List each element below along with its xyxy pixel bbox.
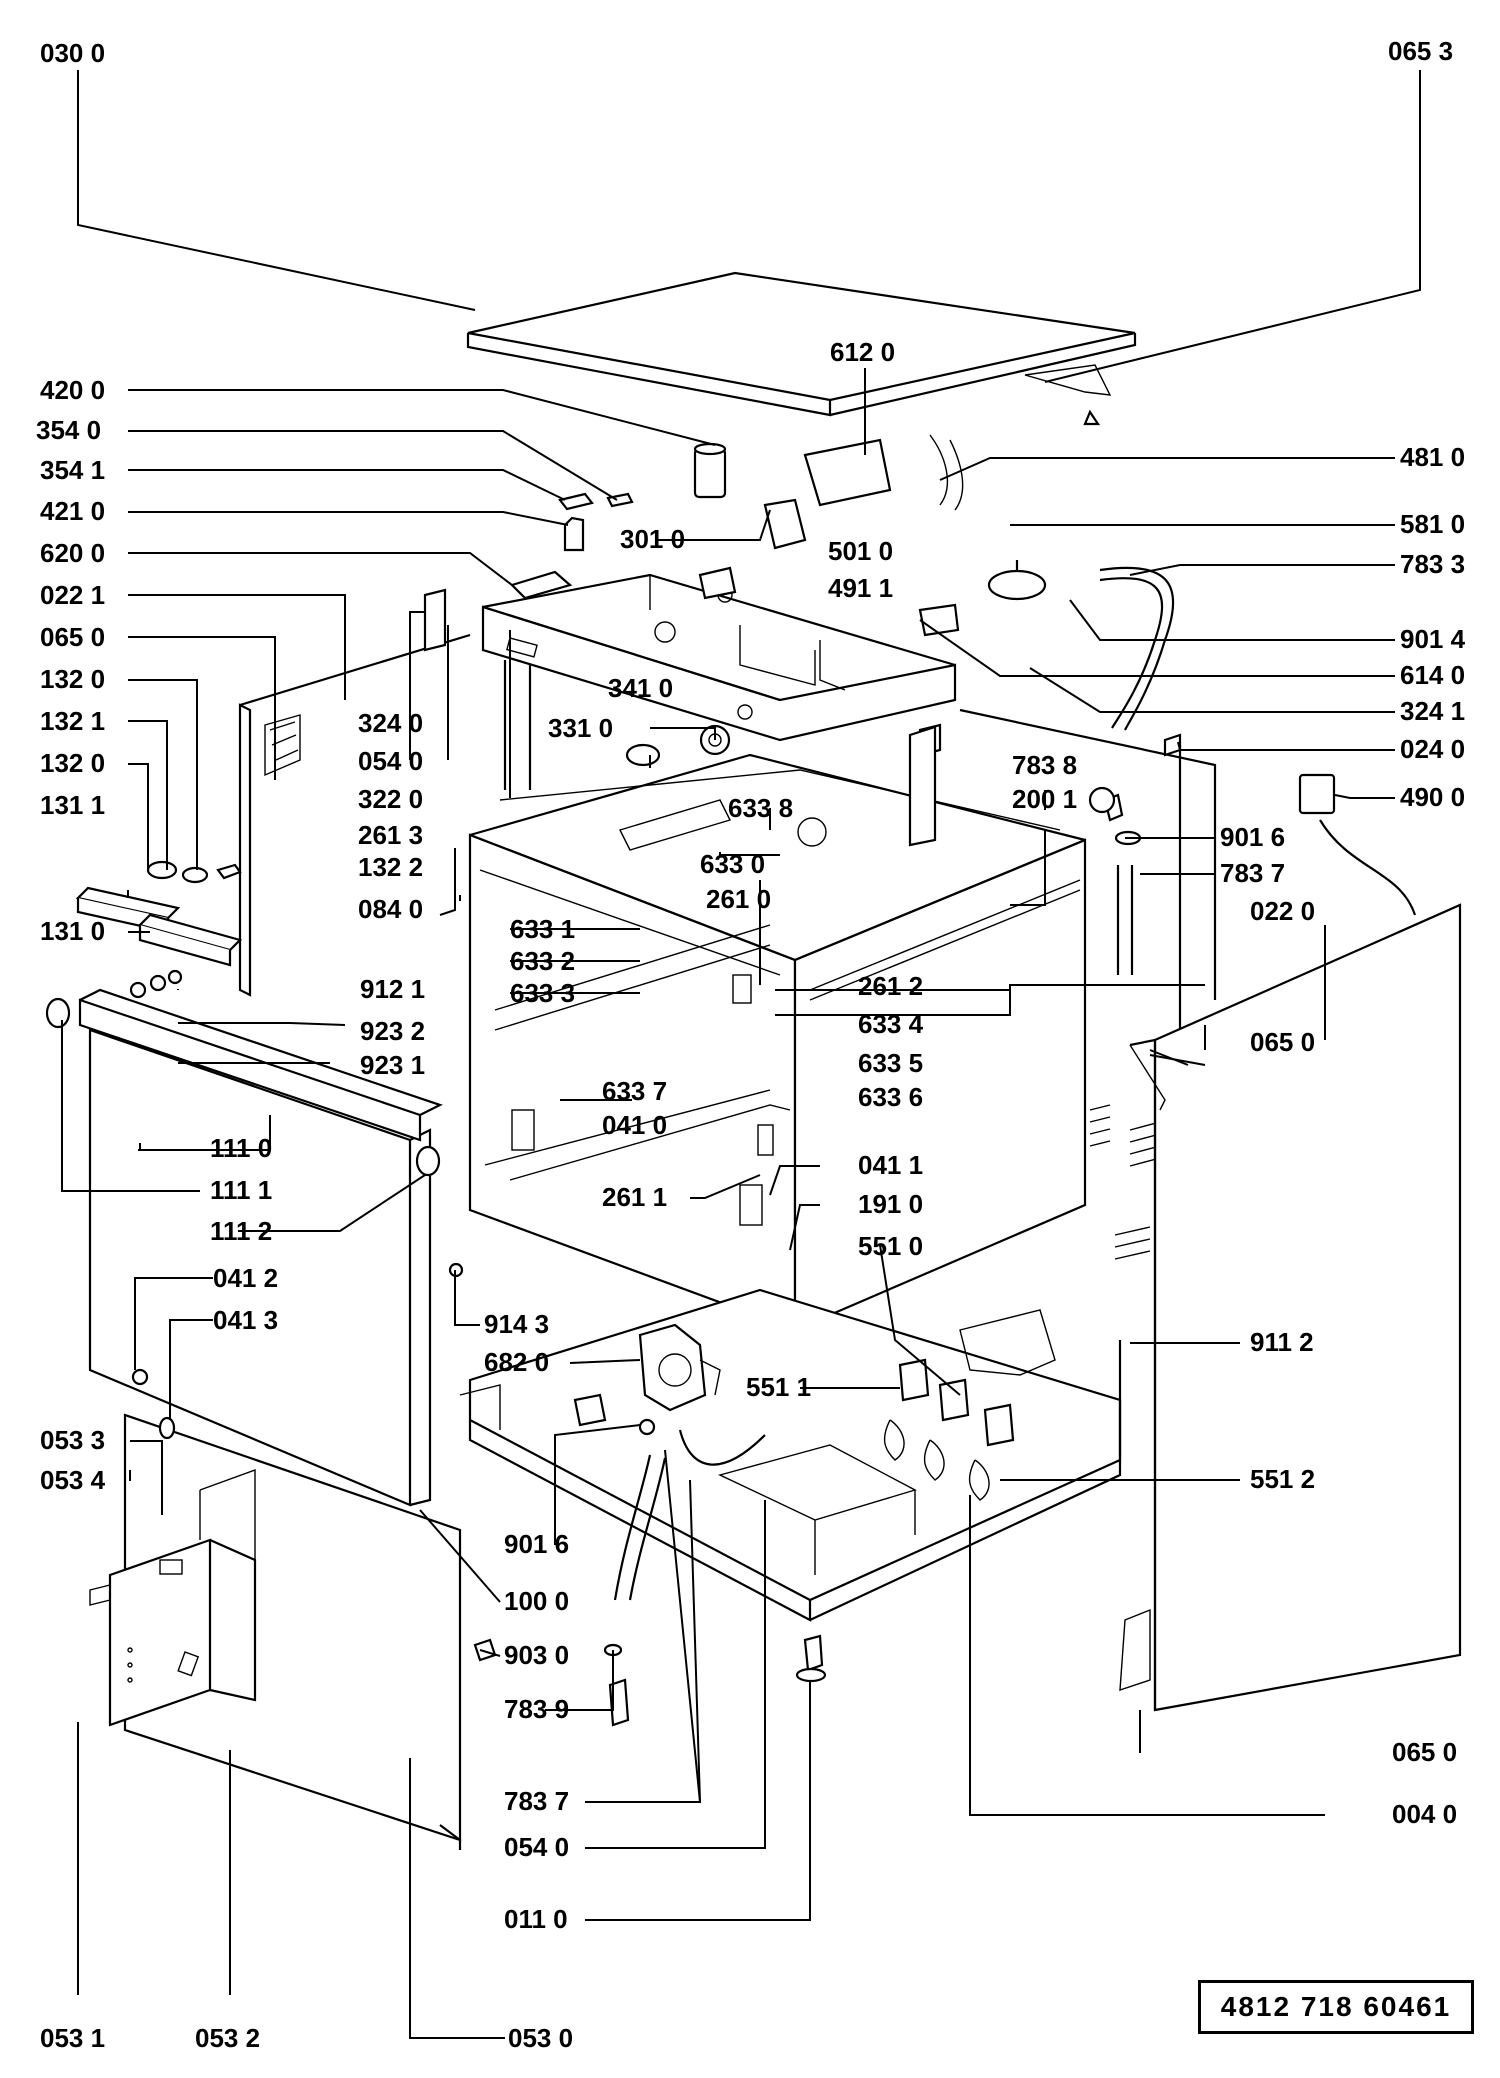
label-100-0: 100 0 xyxy=(504,1586,569,1616)
label-581-0: 581 0 xyxy=(1400,509,1465,539)
label-911-2: 911 2 xyxy=(1250,1327,1314,1357)
label-783-8: 783 8 xyxy=(1012,750,1077,780)
label-551-2: 551 2 xyxy=(1250,1464,1315,1494)
label-053-3: 053 3 xyxy=(40,1425,105,1455)
label-923-1: 923 1 xyxy=(360,1050,425,1080)
label-065-0-b: 065 0 xyxy=(1250,1027,1315,1057)
label-914-3: 914 3 xyxy=(484,1309,549,1339)
label-324-1: 324 1 xyxy=(1400,696,1465,726)
label-783-9: 783 9 xyxy=(504,1694,569,1724)
label-041-1: 041 1 xyxy=(858,1150,923,1180)
label-421-0: 421 0 xyxy=(40,496,105,526)
label-912-1: 912 1 xyxy=(360,974,425,1004)
label-054-0-b: 054 0 xyxy=(504,1832,569,1862)
label-065-0-a: 065 0 xyxy=(40,622,105,652)
label-053-2: 053 2 xyxy=(195,2023,260,2053)
label-490-0: 490 0 xyxy=(1400,782,1465,812)
label-132-0-b: 132 0 xyxy=(40,748,105,778)
label-111-0: 111 0 xyxy=(210,1133,272,1163)
label-331-0: 331 0 xyxy=(548,713,613,743)
label-354-1: 354 1 xyxy=(40,455,105,485)
pump xyxy=(638,1323,721,1412)
label-132-1: 132 1 xyxy=(40,706,105,736)
label-633-8: 633 8 xyxy=(728,793,793,823)
part-labels: 030 0 065 3 612 0 420 0 354 0 354 1 421 … xyxy=(36,36,1466,2053)
label-131-1: 131 1 xyxy=(40,790,105,820)
label-261-2: 261 2 xyxy=(858,971,923,1001)
label-354-0: 354 0 xyxy=(36,415,101,445)
label-261-3: 261 3 xyxy=(358,820,423,850)
label-501-0: 501 0 xyxy=(828,536,893,566)
label-084-0: 084 0 xyxy=(358,894,423,924)
label-111-2: 111 2 xyxy=(210,1216,272,1246)
label-633-5: 633 5 xyxy=(858,1048,923,1078)
appliance-drawing xyxy=(45,271,1462,1850)
label-551-0: 551 0 xyxy=(858,1231,923,1261)
label-041-2: 041 2 xyxy=(213,1263,278,1293)
label-261-1: 261 1 xyxy=(602,1182,667,1212)
right-side-panel xyxy=(1119,903,1462,1712)
label-620-0: 620 0 xyxy=(40,538,105,568)
label-322-0: 322 0 xyxy=(358,784,423,814)
label-783-3: 783 3 xyxy=(1400,549,1465,579)
label-901-6-a: 901 6 xyxy=(1220,822,1285,852)
label-903-0: 903 0 xyxy=(504,1640,569,1670)
base-frame xyxy=(459,1288,1122,1622)
label-633-2: 633 2 xyxy=(510,946,575,976)
label-612-0: 612 0 xyxy=(830,337,895,367)
label-041-3: 041 3 xyxy=(213,1305,278,1335)
plinth-panel xyxy=(89,1413,462,1850)
label-901-6-b: 901 6 xyxy=(504,1529,569,1559)
label-004-0: 004 0 xyxy=(1392,1799,1457,1829)
label-633-1: 633 1 xyxy=(510,914,575,944)
label-022-0: 022 0 xyxy=(1250,896,1315,926)
control-panel-frame xyxy=(481,573,957,742)
door-handle-parts xyxy=(75,860,243,967)
label-200-1: 200 1 xyxy=(1012,784,1077,814)
document-number: 4812 718 60461 xyxy=(1198,1980,1474,2034)
label-682-0: 682 0 xyxy=(484,1347,549,1377)
label-923-2: 923 2 xyxy=(360,1016,425,1046)
label-633-7: 633 7 xyxy=(602,1076,667,1106)
top-panel xyxy=(466,271,1137,426)
label-131-0: 131 0 xyxy=(40,916,105,946)
label-481-0: 481 0 xyxy=(1400,442,1465,472)
label-054-0-a: 054 0 xyxy=(358,746,423,776)
label-022-1: 022 1 xyxy=(40,580,105,610)
label-633-3: 633 3 xyxy=(510,978,575,1008)
label-614-0: 614 0 xyxy=(1400,660,1465,690)
label-132-0-a: 132 0 xyxy=(40,664,105,694)
label-053-1: 053 1 xyxy=(40,2023,105,2053)
label-111-1: 111 1 xyxy=(210,1175,272,1205)
label-191-0: 191 0 xyxy=(858,1189,923,1219)
tub-body xyxy=(468,753,1087,1332)
label-633-6: 633 6 xyxy=(858,1082,923,1112)
label-011-0: 011 0 xyxy=(504,1904,568,1934)
label-420-0: 420 0 xyxy=(40,375,105,405)
label-633-4: 633 4 xyxy=(858,1009,924,1039)
label-261-0: 261 0 xyxy=(706,884,771,914)
label-065-3: 065 3 xyxy=(1388,36,1453,66)
label-901-4: 901 4 xyxy=(1400,624,1466,654)
label-633-0: 633 0 xyxy=(700,849,765,879)
label-783-7-a: 783 7 xyxy=(1220,858,1285,888)
label-301-0: 301 0 xyxy=(620,524,685,554)
label-065-0-c: 065 0 xyxy=(1392,1737,1457,1767)
label-132-2: 132 2 xyxy=(358,852,423,882)
lower-components xyxy=(131,1262,1015,1727)
upper-components xyxy=(423,434,1336,847)
leader-lines xyxy=(61,70,1421,2039)
label-491-1: 491 1 xyxy=(828,573,893,603)
label-030-0: 030 0 xyxy=(40,38,105,68)
label-024-0: 024 0 xyxy=(1400,734,1465,764)
label-551-1: 551 1 xyxy=(746,1372,811,1402)
label-324-0: 324 0 xyxy=(358,708,423,738)
label-041-0: 041 0 xyxy=(602,1110,667,1140)
label-341-0: 341 0 xyxy=(608,673,673,703)
label-783-7-b: 783 7 xyxy=(504,1786,569,1816)
label-053-4: 053 4 xyxy=(40,1465,106,1495)
label-053-0: 053 0 xyxy=(508,2023,573,2053)
